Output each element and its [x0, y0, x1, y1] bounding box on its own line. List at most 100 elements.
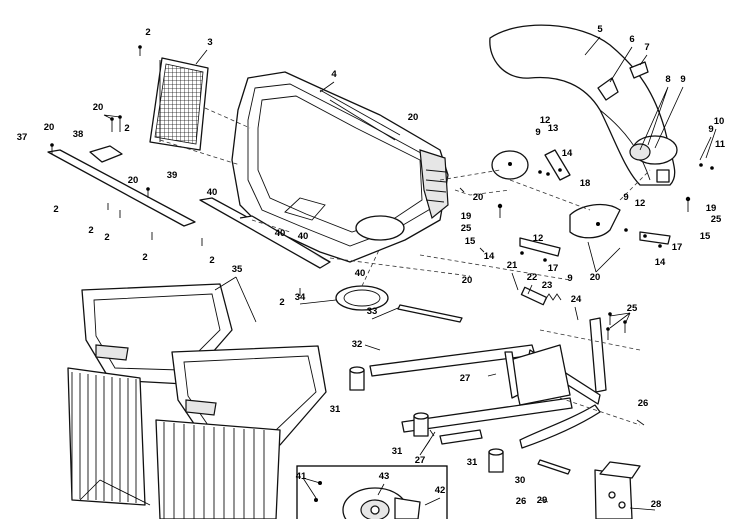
rail-37 [47, 149, 196, 227]
callout-c2f: 2 [142, 252, 147, 263]
callout-c8: 8 [665, 74, 670, 85]
callout-c43: 43 [379, 471, 390, 482]
callout-c20e: 20 [473, 192, 484, 203]
callout-c2e: 2 [104, 232, 109, 243]
callout-c37: 37 [17, 132, 28, 143]
callout-c12c: 12 [533, 233, 544, 244]
callout-c20c: 20 [408, 112, 419, 123]
callout-c40b: 40 [275, 228, 286, 239]
callout-c24: 24 [571, 294, 582, 305]
callout-c41: 41 [296, 471, 307, 482]
callout-c20b: 20 [44, 122, 55, 133]
callout-c40d: 40 [355, 268, 366, 279]
callout-c20a: 20 [93, 102, 104, 113]
wheel-inset [296, 465, 448, 519]
rail-39 [199, 197, 331, 269]
callout-c30: 30 [515, 475, 526, 486]
bag-right [155, 345, 327, 519]
callout-c14b: 14 [484, 251, 495, 262]
spring-23 [520, 286, 562, 306]
disc-plate [491, 150, 529, 180]
callout-c40a: 40 [207, 187, 218, 198]
callout-c2h: 2 [279, 297, 284, 308]
bushing-31b [413, 412, 429, 437]
bushing-31a [349, 366, 365, 391]
callout-c14c: 14 [655, 257, 666, 268]
callout-c20d: 20 [128, 175, 139, 186]
callout-c25c: 25 [627, 303, 638, 314]
callout-c31a: 31 [330, 404, 341, 415]
ring-34 [335, 285, 389, 311]
callout-c33: 33 [367, 306, 378, 317]
bushing-31c [488, 448, 504, 473]
callout-c9c: 9 [535, 127, 540, 138]
callout-c18: 18 [580, 178, 591, 189]
latch-7 [629, 61, 649, 79]
callout-c12b: 12 [635, 198, 646, 209]
callout-c25b: 25 [711, 214, 722, 225]
hardware [50, 45, 714, 503]
callout-c27a: 27 [460, 373, 471, 384]
callout-c20g: 20 [462, 275, 473, 286]
callout-c19b: 19 [706, 203, 717, 214]
callout-c25a: 25 [461, 223, 472, 234]
leader-lines [79, 36, 717, 511]
plate-18 [569, 203, 621, 239]
callout-c2b: 2 [124, 123, 129, 134]
callout-c5: 5 [597, 24, 603, 35]
bracket-38 [89, 145, 123, 163]
callout-c31b: 31 [392, 446, 403, 457]
assembly-lines [159, 107, 651, 426]
callout-c27b: 27 [415, 455, 426, 466]
callout-c19a: 19 [461, 211, 472, 222]
collector-housing [231, 71, 449, 263]
callout-c6: 6 [629, 34, 634, 45]
callout-c42: 42 [435, 485, 446, 496]
callout-c2d: 2 [88, 225, 93, 236]
callout-c29: 29 [537, 495, 548, 506]
pin-30 [537, 459, 571, 475]
callout-c13: 13 [548, 123, 559, 134]
callout-c28: 28 [651, 499, 662, 510]
callout-c12a: 12 [540, 115, 551, 126]
callout-c9b: 9 [708, 124, 713, 135]
callout-c7: 7 [644, 42, 649, 53]
callout-c14a: 14 [562, 148, 573, 159]
callout-c2c: 2 [53, 204, 58, 215]
callout-c9a: 9 [680, 74, 685, 85]
mesh-screen [149, 57, 209, 151]
callout-c10: 10 [714, 116, 725, 127]
callout-c17a: 17 [548, 263, 559, 274]
frame-tubes [369, 317, 607, 449]
bracket-28 [594, 461, 641, 519]
callout-c26b: 26 [516, 496, 527, 507]
callout-c3: 3 [207, 37, 212, 48]
callout-c2g: 2 [209, 255, 214, 266]
callout-c4: 4 [331, 69, 337, 80]
callout-c38: 38 [73, 129, 84, 140]
callout-c22: 22 [527, 272, 538, 283]
callout-c20f: 20 [590, 272, 601, 283]
callout-c40c: 40 [298, 231, 309, 242]
callout-c21: 21 [507, 260, 518, 271]
callout-c34: 34 [295, 292, 306, 303]
callout-c32: 32 [352, 339, 363, 350]
callout-c26a: 26 [638, 398, 649, 409]
callout-c31c: 31 [467, 457, 478, 468]
callout-c17b: 17 [672, 242, 683, 253]
rod-33 [397, 304, 463, 323]
callout-c9d: 9 [623, 192, 628, 203]
callout-c15b: 15 [700, 231, 711, 242]
callout-c23: 23 [542, 280, 553, 291]
callout-c35: 35 [232, 264, 243, 275]
callout-c15a: 15 [465, 236, 476, 247]
callout-c2a: 2 [145, 27, 150, 38]
callout-c9e: 9 [567, 273, 572, 284]
knob-6 [597, 77, 619, 101]
link-arm-17b [519, 237, 561, 257]
link-arm-17 [639, 231, 671, 245]
link-arm-13 [544, 149, 571, 181]
chute-tube [489, 24, 678, 186]
